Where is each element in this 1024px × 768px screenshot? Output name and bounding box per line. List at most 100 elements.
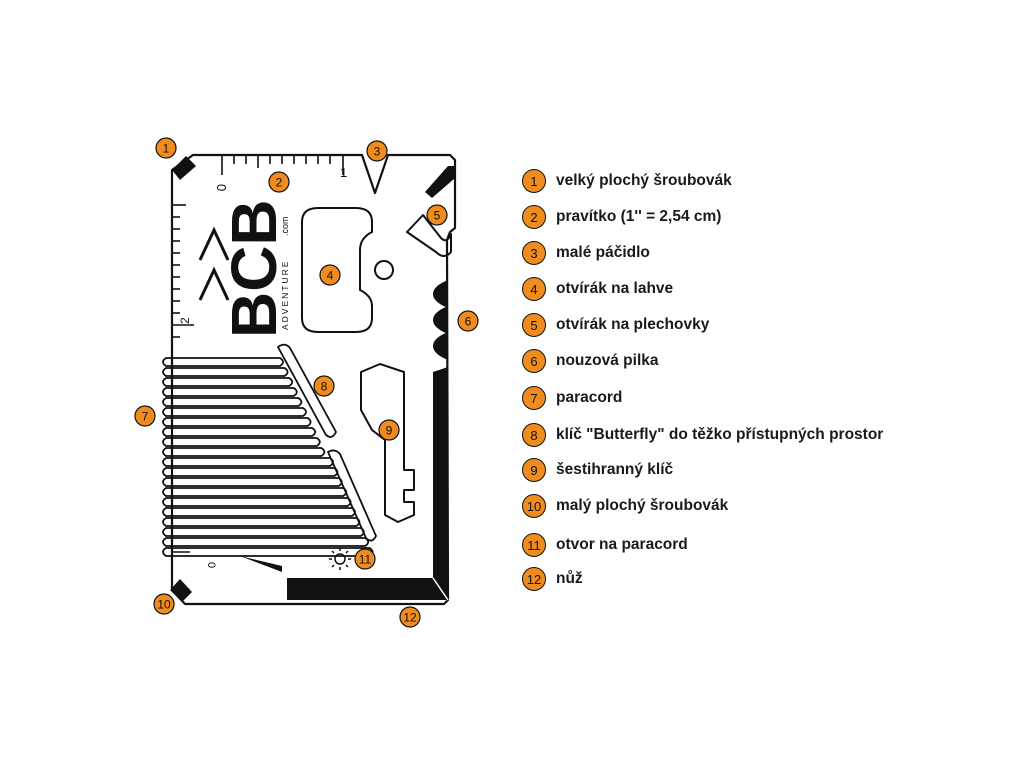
paracord-loop bbox=[162, 437, 321, 447]
ruler-side bbox=[172, 204, 194, 338]
marker-4: 4 bbox=[319, 264, 341, 286]
paracord-loop bbox=[162, 357, 284, 367]
marker-1: 1 bbox=[155, 137, 177, 159]
svg-text:7: 7 bbox=[142, 410, 149, 424]
marker-9: 9 bbox=[378, 419, 400, 441]
paracord-loop bbox=[162, 417, 312, 427]
legend-label: paracord bbox=[556, 389, 623, 406]
paracord-loop bbox=[162, 447, 326, 457]
paracord-loop bbox=[162, 457, 334, 467]
paracord-loop bbox=[162, 487, 348, 497]
marker-7: 7 bbox=[134, 405, 156, 427]
small-wedge bbox=[240, 556, 282, 572]
paracord-loop bbox=[162, 507, 356, 517]
legend-label: velký plochý šroubovák bbox=[556, 172, 732, 189]
legend-item: 1 velký plochý šroubovák bbox=[522, 167, 732, 195]
legend-number-badge: 11 bbox=[522, 533, 546, 557]
legend-number-badge: 6 bbox=[522, 349, 546, 373]
legend-label: otvírák na plechovky bbox=[556, 316, 710, 333]
paracord-loop bbox=[162, 477, 343, 487]
legend-item: 6 nouzová pilka bbox=[522, 347, 659, 375]
legend-label: nouzová pilka bbox=[556, 352, 659, 369]
legend-item: 3 malé páčidlo bbox=[522, 239, 650, 267]
legend-number-badge: 7 bbox=[522, 386, 546, 410]
paracord-loop bbox=[162, 527, 365, 537]
svg-text:8: 8 bbox=[321, 380, 328, 394]
legend-label: nůž bbox=[556, 570, 583, 587]
svg-text:4: 4 bbox=[327, 269, 334, 283]
paracord-loop bbox=[162, 427, 317, 437]
svg-text:12: 12 bbox=[403, 611, 417, 625]
large-screwdriver-tip bbox=[172, 156, 196, 180]
legend-number-badge: 3 bbox=[522, 241, 546, 265]
paracord-loop bbox=[162, 407, 307, 417]
legend-item: 4 otvírák na lahve bbox=[522, 275, 673, 303]
legend-number-badge: 8 bbox=[522, 423, 546, 447]
legend-item: 7 paracord bbox=[522, 384, 622, 412]
legend-label: malý plochý šroubovák bbox=[556, 497, 729, 514]
marker-3: 3 bbox=[366, 140, 388, 162]
paracord-hole bbox=[329, 548, 351, 570]
svg-text:10: 10 bbox=[157, 598, 171, 612]
marker-6: 6 bbox=[457, 310, 479, 332]
emergency-saw bbox=[433, 280, 448, 360]
logo-text: BCB bbox=[218, 199, 290, 338]
bottle-opener-slot bbox=[301, 207, 373, 333]
bcb-logo: BCB ADVENTURE .com bbox=[198, 199, 290, 338]
logo-subtitle: ADVENTURE bbox=[280, 260, 290, 330]
marker-10: 10 bbox=[153, 593, 175, 615]
legend-label: otvor na paracord bbox=[556, 536, 688, 553]
paracord-loop bbox=[162, 397, 303, 407]
butterfly-key bbox=[276, 343, 377, 542]
ruler-side-two: 2 bbox=[178, 317, 192, 324]
marker-5: 5 bbox=[426, 204, 448, 226]
legend-item: 11 otvor na paracord bbox=[522, 531, 688, 559]
legend-number-badge: 9 bbox=[522, 458, 546, 482]
paracord-loop bbox=[162, 377, 294, 387]
svg-text:3: 3 bbox=[374, 145, 381, 159]
paracord-loop bbox=[162, 497, 352, 507]
legend-item: 5 otvírák na plechovky bbox=[522, 311, 709, 339]
ruler-bottom-zero: 0 bbox=[205, 562, 217, 568]
top-blade bbox=[425, 166, 455, 198]
ruler-top-one: 1 bbox=[340, 165, 347, 180]
svg-text:6: 6 bbox=[465, 315, 472, 329]
paracord-loop bbox=[162, 537, 370, 547]
svg-text:5: 5 bbox=[434, 209, 441, 223]
marker-11: 11 bbox=[354, 548, 376, 570]
legend-item: 10 malý plochý šroubovák bbox=[522, 492, 728, 520]
legend-number-badge: 2 bbox=[522, 205, 546, 229]
paracord-loop bbox=[162, 387, 298, 397]
legend-number-badge: 4 bbox=[522, 277, 546, 301]
svg-text:2: 2 bbox=[276, 176, 283, 190]
legend-number-badge: 5 bbox=[522, 313, 546, 337]
legend-item: 12 nůž bbox=[522, 565, 583, 593]
hex-key-cutout bbox=[360, 363, 415, 523]
legend-label: šestihranný klíč bbox=[556, 461, 674, 478]
svg-text:11: 11 bbox=[359, 553, 372, 567]
marker-12: 12 bbox=[399, 606, 421, 628]
logo-dotcom: .com bbox=[280, 216, 290, 236]
legend-number-badge: 12 bbox=[522, 567, 546, 591]
marker-2: 2 bbox=[268, 171, 290, 193]
svg-text:1: 1 bbox=[163, 142, 170, 156]
paracord-loop bbox=[162, 367, 289, 377]
svg-text:9: 9 bbox=[386, 424, 393, 438]
can-opener-hook bbox=[406, 214, 452, 257]
legend-label: otvírák na lahve bbox=[556, 280, 674, 297]
legend-label: klíč "Butterfly" do těžko přístupných pr… bbox=[556, 426, 884, 443]
paracord-loop bbox=[162, 517, 361, 527]
legend-item: 9 šestihranný klíč bbox=[522, 456, 673, 484]
legend-number-badge: 10 bbox=[522, 494, 546, 518]
small-screwdriver-tip bbox=[170, 579, 192, 602]
ruler-top bbox=[221, 155, 344, 175]
legend-item: 8 klíč "Butterfly" do těžko přístupných p… bbox=[522, 421, 883, 449]
legend-label: malé páčidlo bbox=[556, 244, 650, 261]
round-hole bbox=[374, 260, 394, 280]
ruler-top-zero: 0 bbox=[214, 184, 229, 191]
marker-8: 8 bbox=[313, 375, 335, 397]
legend-number-badge: 1 bbox=[522, 169, 546, 193]
